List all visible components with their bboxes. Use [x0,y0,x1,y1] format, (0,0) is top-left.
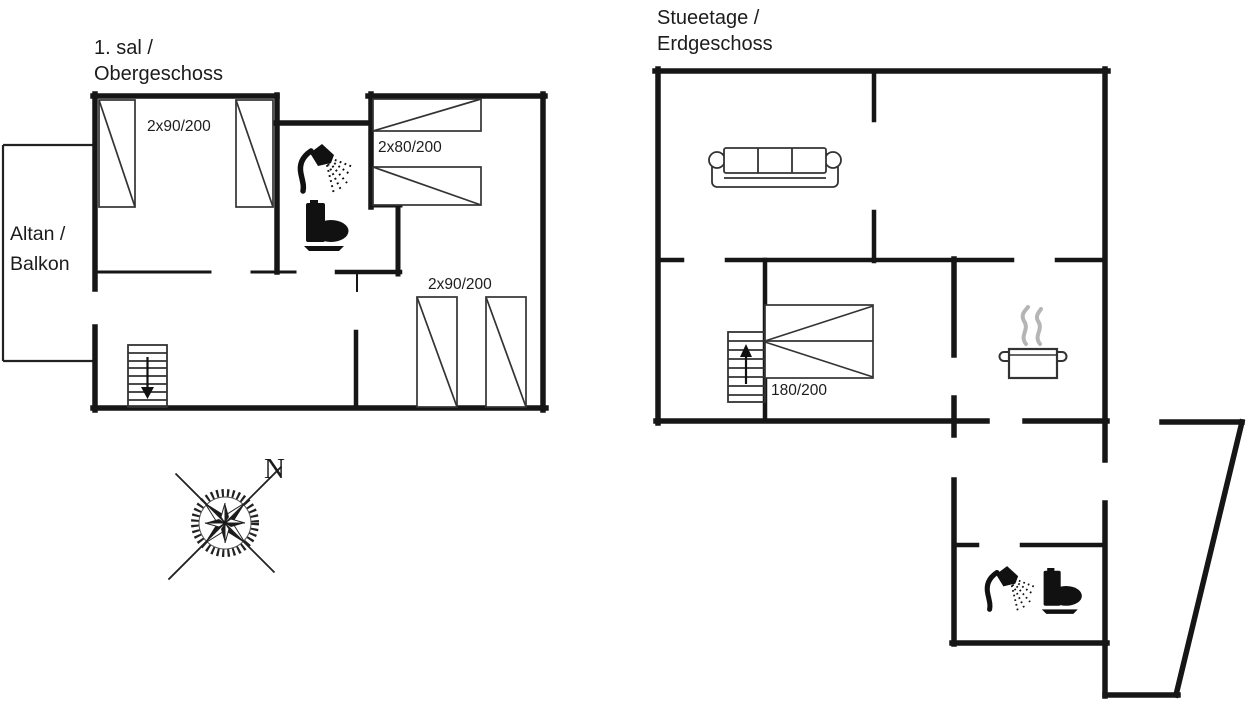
upper-floor-title: 1. sal / Obergeschoss [94,35,223,87]
bed-diagonal [485,296,527,408]
toilet-icon [1041,568,1082,614]
pot-handle [1056,351,1068,362]
bed-diagonal [98,99,136,208]
bed-size-label: 2x90/200 [147,118,211,135]
cooking-pot-icon [998,305,1068,380]
ground-floor-title-line2: Erdgeschoss [657,33,773,55]
bed-size-label: 2x80/200 [378,139,442,156]
single-bed [372,98,482,132]
single-bed [235,99,274,208]
compass-rose [167,465,283,581]
compass-point [221,521,230,544]
steam [1020,305,1030,346]
stairs-arrow-down-icon [141,387,154,399]
bed-diagonal [764,305,874,342]
single-bed [372,166,482,206]
ground-floor-walls [652,66,1246,699]
bed-diagonal [416,296,458,408]
sofa-back-cushions [723,147,827,174]
balcony-label-line1: Altan / [10,223,66,245]
balcony-outline [1,143,93,363]
compass-point [223,518,246,527]
compass-center [222,520,228,526]
shower-icon [300,144,353,194]
terrace-wall-diagonal [1172,418,1246,699]
balcony-label-line2: Balkon [10,253,70,275]
upper-floor-walls [90,91,549,413]
sofa [708,147,842,188]
compass-point [220,502,229,525]
single-bed [98,99,136,208]
sofa-armrest [708,151,726,169]
shower-icon [987,566,1035,612]
double-bed [764,304,874,379]
ground-floor-plan [652,66,1246,699]
upper-floor-title-line2: Obergeschoss [94,63,223,85]
bed-size-label: 2x90/200 [428,276,492,293]
compass-point [204,519,227,528]
pot-handle [998,351,1010,362]
stairs-up [727,331,766,403]
single-bed [485,296,527,408]
upper-floor-title-line1: 1. sal / [94,37,153,59]
steam [1034,307,1043,346]
stairs-down [127,344,168,408]
toilet-icon [304,200,349,251]
single-bed [416,296,458,408]
bed-size-label: 180/200 [771,382,828,399]
bed-diagonal [235,99,274,208]
upper-floor-plan [1,91,549,413]
pot-body [1007,347,1059,380]
stairs-arrow-up-icon [740,344,752,357]
compass-tick-ring [191,489,259,557]
ground-floor-title: Stueetage / Erdgeschoss [657,5,773,57]
ground-floor-title-line1: Stueetage / [657,7,760,29]
bed-diagonal [372,98,482,132]
sofa-armrest [824,151,842,169]
upper-floor-beds [98,98,527,408]
compass-north-label: N [264,453,285,485]
bed-diagonal [372,166,482,206]
bed-diagonal [764,341,874,378]
balcony-label: Altan / Balkon [10,219,70,279]
